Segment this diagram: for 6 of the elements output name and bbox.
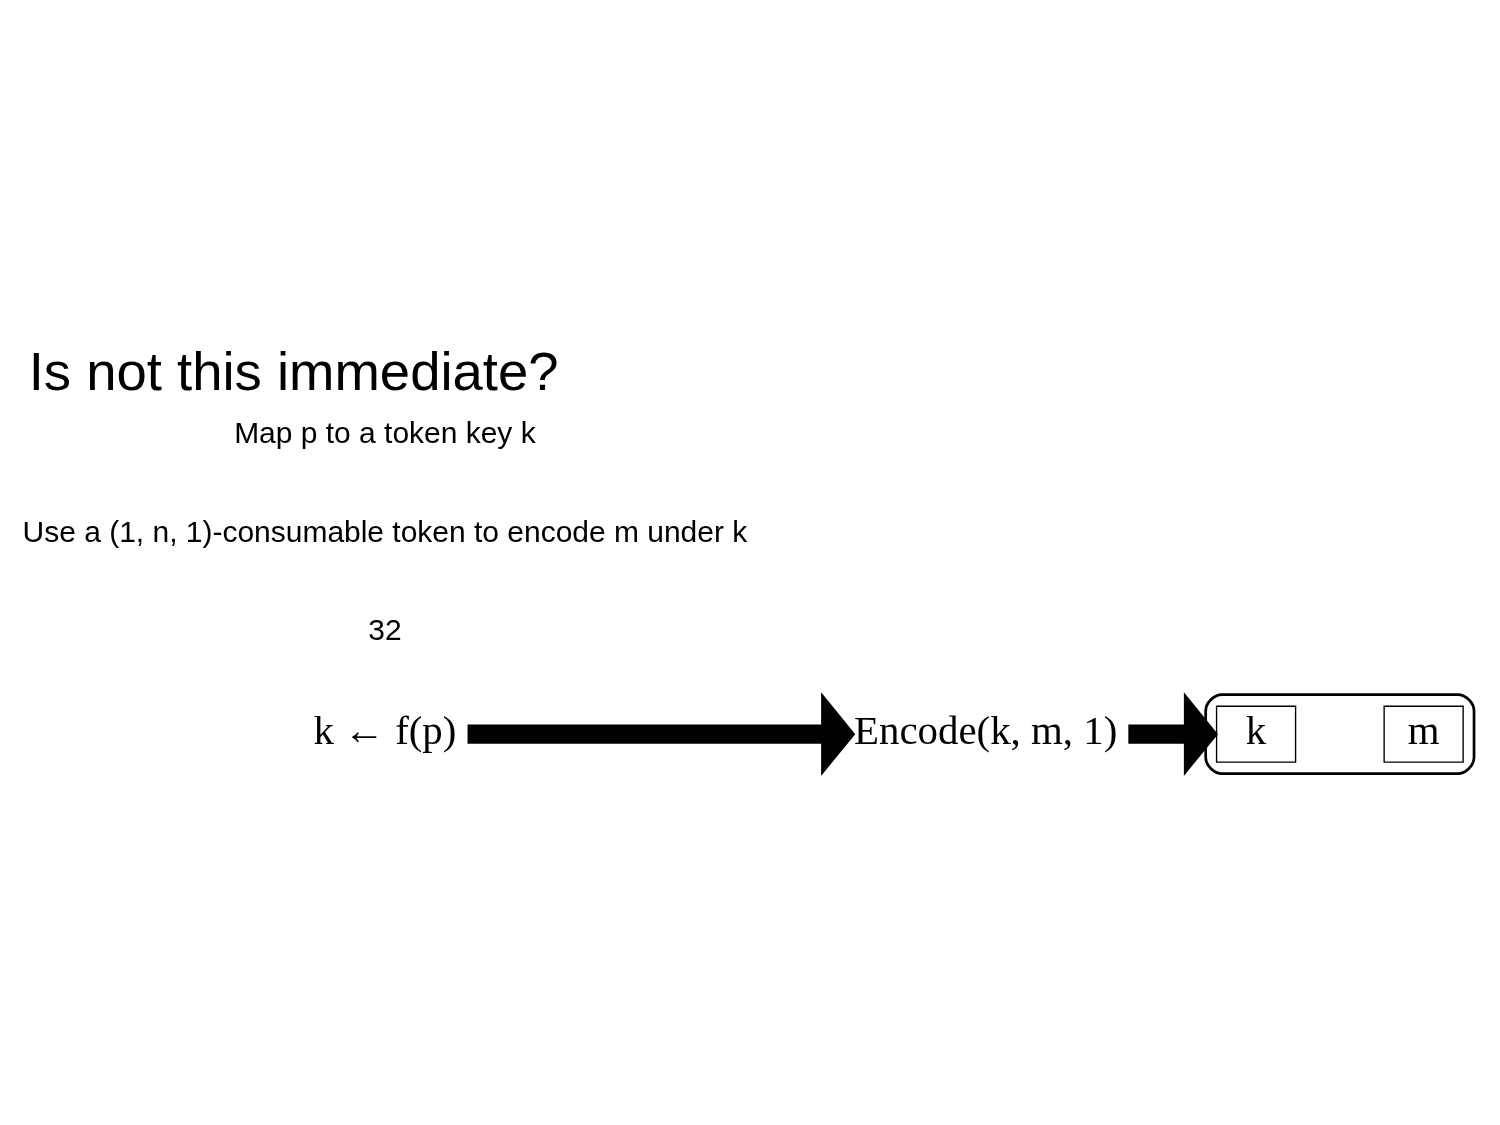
- node-text: k ← f(p): [313, 708, 457, 754]
- node-text: Encode(k, m, 1): [854, 708, 1118, 754]
- diagram-title: Is not this immediate?: [28, 340, 559, 402]
- label: Use a (1, n, 1)-consumable token to encode m under k: [22, 514, 748, 548]
- label: 32: [368, 612, 402, 646]
- label: Map p to a token key k: [234, 416, 536, 450]
